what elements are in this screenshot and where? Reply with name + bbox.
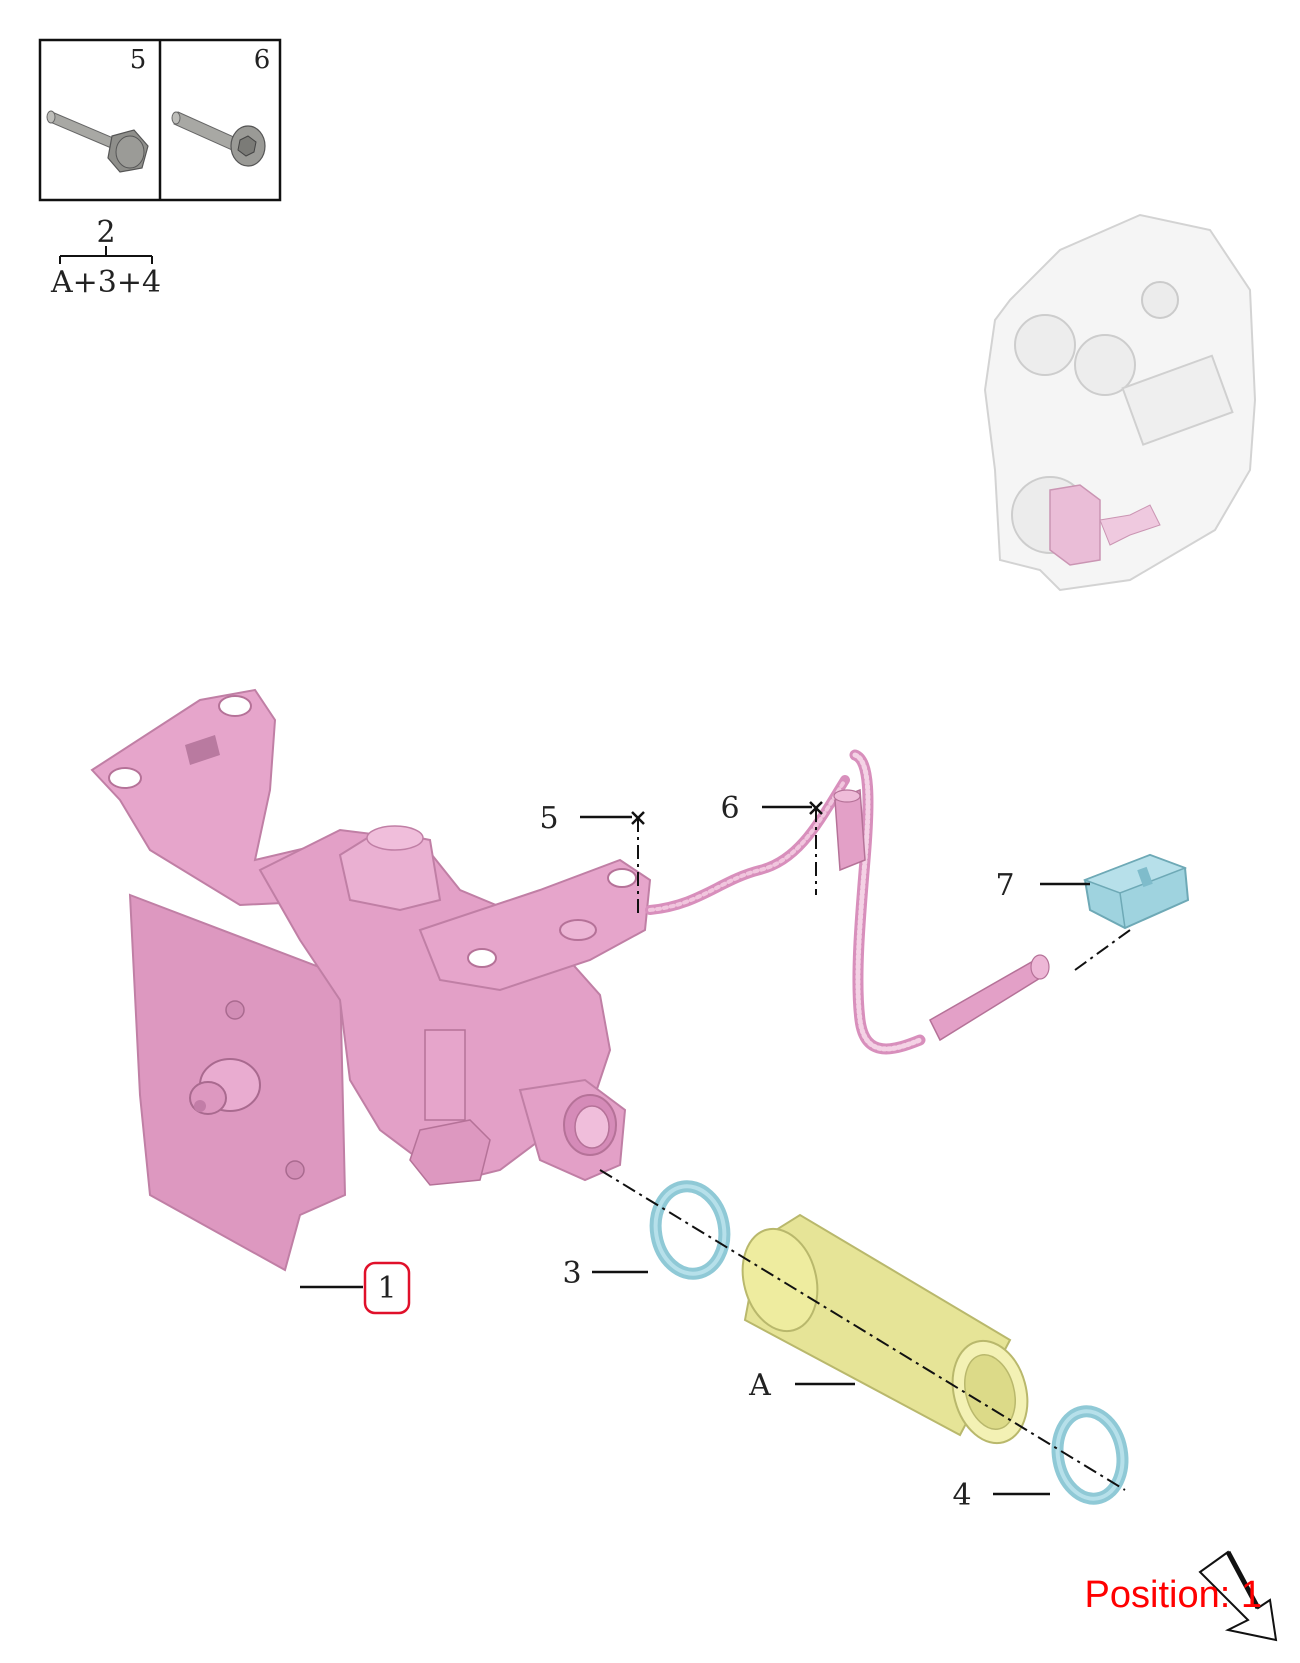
flange-bolt-icon [46,110,149,173]
leader-lines [300,805,1090,1496]
callout-7[interactable]: 7 [995,868,1014,903]
engine-locator-thumbnail [983,213,1257,592]
ring-seal-part-4 [1051,1405,1129,1505]
pump-body-part-1 [90,688,652,1272]
callout-a[interactable]: A [748,1368,771,1403]
kit-contents: A+3+4 [50,265,161,300]
kit-part-number: 2 [96,215,115,250]
callout-1[interactable]: 1 [377,1271,396,1306]
callout-1-group[interactable]: 1 [363,1261,411,1315]
kit-bracket: 2 A+3+4 [50,215,161,300]
callout-6[interactable]: 6 [720,791,739,826]
pipe-sleeve-part-a [741,1213,1029,1445]
connector-part-7 [1082,853,1190,930]
bolt-insert-marks [631,801,823,825]
callout-4[interactable]: 4 [952,1478,971,1513]
position-indicator[interactable]: Position: 1 [1085,1550,1278,1642]
direction-arrow-icon [1198,1550,1278,1642]
sensor-harness [645,749,1050,1055]
bolt-inset-box: 5 6 [38,38,282,202]
position-label: Position: 1 [1085,1574,1262,1616]
callout-3[interactable]: 3 [562,1256,581,1291]
inset-label-6: 6 [254,45,271,75]
inset-label-5: 5 [130,45,147,75]
callout-5[interactable]: 5 [539,801,558,836]
torx-bolt-icon [171,111,266,167]
ring-seal-part-3 [649,1180,731,1280]
assembly-axis-lines [599,808,1131,1491]
